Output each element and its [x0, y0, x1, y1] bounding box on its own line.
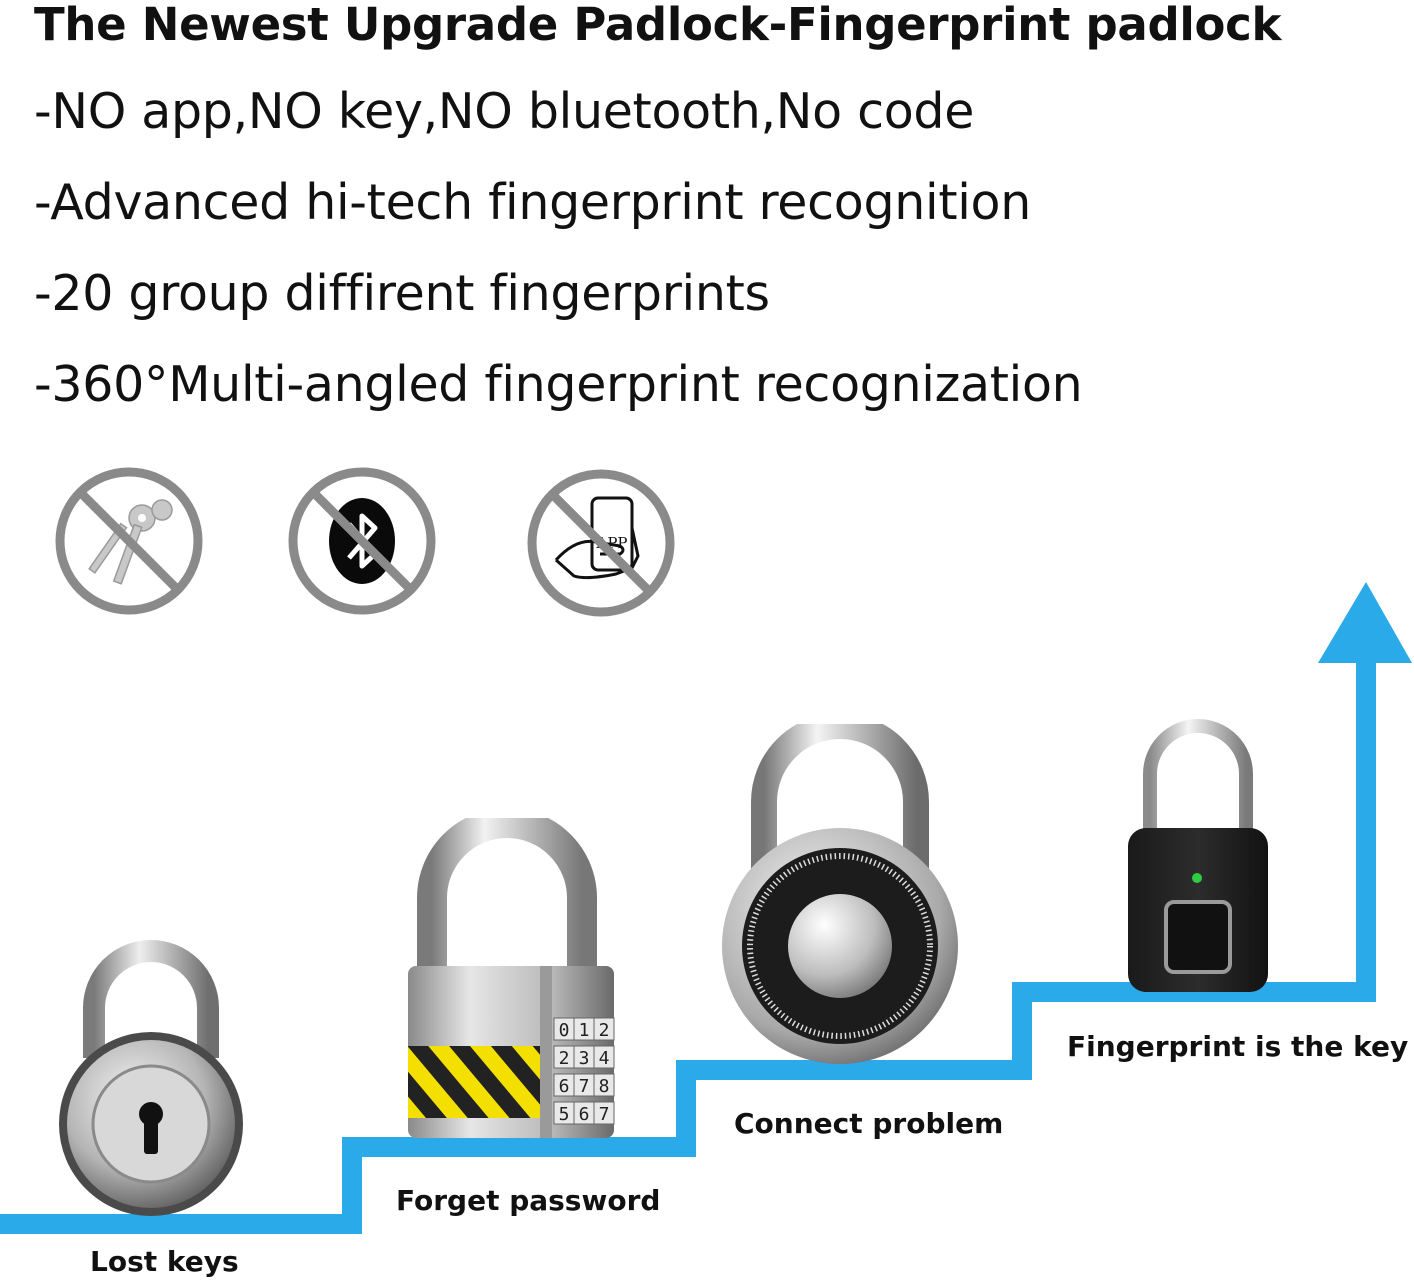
combination-digit: 7 [579, 1076, 590, 1097]
feature-no-app-key-bluetooth-code: -NO app,NO key,NO bluetooth,No code [34, 83, 975, 140]
combination-digit: 0 [559, 1020, 570, 1041]
combination-digit: 2 [599, 1020, 610, 1041]
feature-20-fingerprints: -20 group diffirent fingerprints [34, 265, 770, 322]
fingerprint-padlock-icon [1126, 718, 1270, 994]
combination-row-2: 2 3 4 [553, 1045, 615, 1069]
combination-digit: 2 [559, 1048, 570, 1069]
step-label-fingerprint-key: Fingerprint is the key [1067, 1030, 1409, 1063]
combination-digit: 6 [579, 1104, 590, 1125]
combination-digit: 6 [559, 1076, 570, 1097]
combination-row-1: 0 1 2 [553, 1017, 615, 1041]
combination-row-4: 5 6 7 [553, 1101, 615, 1125]
combination-row-3: 6 7 8 [553, 1073, 615, 1097]
combination-digit: 5 [559, 1104, 570, 1125]
feature-360-recognition: -360°Multi-angled fingerprint recognizat… [34, 356, 1083, 413]
combination-digit: 8 [599, 1076, 610, 1097]
keyed-padlock-icon [56, 938, 246, 1223]
feature-fingerprint-recognition: -Advanced hi-tech fingerprint recognitio… [34, 174, 1031, 231]
step-label-connect-problem: Connect problem [734, 1107, 1004, 1140]
combination-padlock-icon: 0 1 2 2 3 4 6 7 8 5 6 7 [404, 818, 618, 1144]
page-title: The Newest Upgrade Padlock-Fingerprint p… [34, 0, 1282, 51]
no-app-icon: APP [526, 468, 676, 618]
step-label-forget-password: Forget password [396, 1184, 661, 1217]
no-key-icon [54, 466, 204, 616]
step-label-lost-keys: Lost keys [90, 1245, 239, 1278]
combination-digit: 4 [599, 1048, 610, 1069]
combination-digit: 3 [579, 1048, 590, 1069]
combination-digit: 1 [579, 1020, 590, 1041]
dial-padlock-icon [718, 724, 962, 1070]
combination-digit: 7 [599, 1104, 610, 1125]
no-bluetooth-icon [287, 466, 437, 616]
